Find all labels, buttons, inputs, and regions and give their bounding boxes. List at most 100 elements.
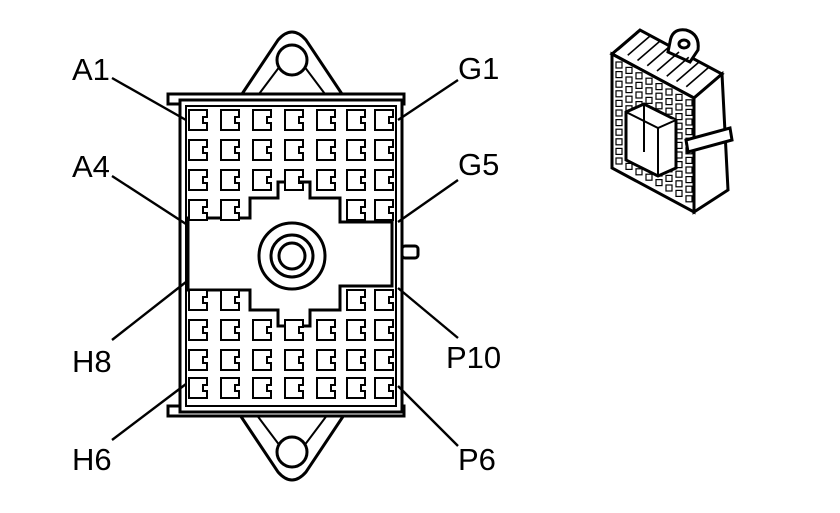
iso-ridge-line — [666, 56, 690, 77]
label-p6: P6 — [458, 442, 496, 477]
iso-cavity — [645, 173, 653, 181]
terminal-cavity — [220, 139, 240, 161]
label-h8: H8 — [72, 344, 112, 379]
label-a1: A1 — [72, 52, 110, 87]
terminal-cavity — [188, 289, 208, 311]
terminal-cavity — [346, 169, 366, 191]
iso-cavity — [675, 170, 683, 178]
iso-cavity — [615, 80, 623, 88]
terminal-cavity — [220, 169, 240, 191]
terminal-cavity — [374, 319, 394, 341]
terminal-cavity — [346, 109, 366, 131]
iso-cavity — [625, 76, 633, 84]
terminal-cavity — [220, 319, 240, 341]
terminal-cavities — [188, 109, 394, 399]
iso-cavity — [685, 185, 693, 193]
terminal-cavity — [188, 139, 208, 161]
iso-top-ridges — [617, 30, 709, 88]
iso-latch-edges — [625, 104, 677, 176]
terminal-cavity — [188, 169, 208, 191]
terminal-cavity — [188, 349, 208, 371]
iso-ridge-line — [656, 51, 680, 72]
iso-cavity — [655, 179, 663, 187]
iso-cavity — [635, 91, 643, 99]
terminal-cavity — [316, 109, 336, 131]
iso-cavity — [685, 108, 693, 117]
terminal-cavity — [346, 289, 366, 311]
iso-cavity — [675, 189, 683, 197]
terminal-cavity — [284, 377, 304, 399]
iso-cavity — [675, 93, 683, 102]
terminal-cavity — [374, 109, 394, 131]
iso-ridge-line — [617, 30, 641, 51]
leader-g1 — [397, 79, 459, 121]
terminal-cavity — [374, 289, 394, 311]
top-mounting-hole — [275, 43, 309, 77]
terminal-cavity — [284, 169, 304, 191]
terminal-cavity — [346, 319, 366, 341]
iso-cavity — [625, 95, 633, 103]
terminal-cavity — [284, 349, 304, 371]
leader-a1 — [111, 76, 187, 122]
side-stub — [400, 244, 420, 260]
terminal-cavity — [220, 349, 240, 371]
iso-cavity — [615, 147, 623, 155]
terminal-cavity — [220, 377, 240, 399]
terminal-cavity — [252, 109, 272, 131]
terminal-cavity — [346, 377, 366, 399]
leader-a4 — [111, 174, 187, 226]
iso-cavity — [655, 82, 663, 91]
terminal-cavity — [374, 199, 394, 221]
terminal-cavity — [316, 139, 336, 161]
iso-cavity — [675, 180, 683, 188]
iso-ridge-line — [646, 46, 670, 67]
terminal-cavity — [220, 289, 240, 311]
bottom-mounting-hole — [275, 435, 309, 469]
leader-h6 — [111, 383, 187, 441]
iso-cavity — [685, 128, 693, 136]
iso-cavity — [615, 70, 623, 79]
iso-cavity — [685, 166, 693, 174]
terminal-cavity — [188, 377, 208, 399]
label-g1: G1 — [458, 51, 499, 86]
iso-cavity — [675, 103, 683, 111]
iso-cavity — [615, 128, 623, 136]
iso-cavity — [615, 138, 623, 146]
leader-p10 — [397, 287, 459, 339]
terminal-cavity — [346, 349, 366, 371]
leader-lines — [111, 76, 459, 447]
iso-cavity — [665, 184, 673, 192]
terminal-cavity — [188, 319, 208, 341]
iso-ridge-line — [636, 40, 661, 62]
iso-cavity — [635, 168, 643, 176]
iso-cavity — [675, 112, 683, 121]
connector-iso-view — [609, 28, 734, 215]
terminal-cavity — [374, 139, 394, 161]
iso-cavity — [655, 102, 663, 110]
terminal-cavity — [284, 109, 304, 131]
terminal-cavity — [252, 349, 272, 371]
terminal-cavity — [316, 319, 336, 341]
leader-g5 — [397, 179, 459, 223]
iso-cavity — [685, 176, 693, 184]
label-p10: P10 — [446, 340, 501, 375]
iso-cavity — [625, 66, 633, 75]
center-bolt — [277, 241, 307, 271]
iso-cavity — [685, 99, 693, 107]
iso-cavity — [685, 118, 693, 126]
terminal-cavity — [316, 349, 336, 371]
iso-side-flange — [684, 126, 734, 154]
iso-ridge-line — [675, 61, 700, 83]
iso-cavity — [665, 88, 673, 96]
terminal-cavity — [374, 169, 394, 191]
pin-labels: A1 A4 H8 H6 G1 G5 P10 P6 — [72, 51, 501, 477]
terminal-cavity — [284, 319, 304, 341]
leader-h8 — [111, 281, 187, 341]
terminal-cavity — [188, 199, 208, 221]
iso-cavity — [615, 99, 623, 108]
terminal-cavity — [252, 169, 272, 191]
terminal-cavity — [252, 319, 272, 341]
terminal-cavity — [252, 139, 272, 161]
terminal-cavity — [188, 109, 208, 131]
iso-cavity — [635, 81, 643, 90]
